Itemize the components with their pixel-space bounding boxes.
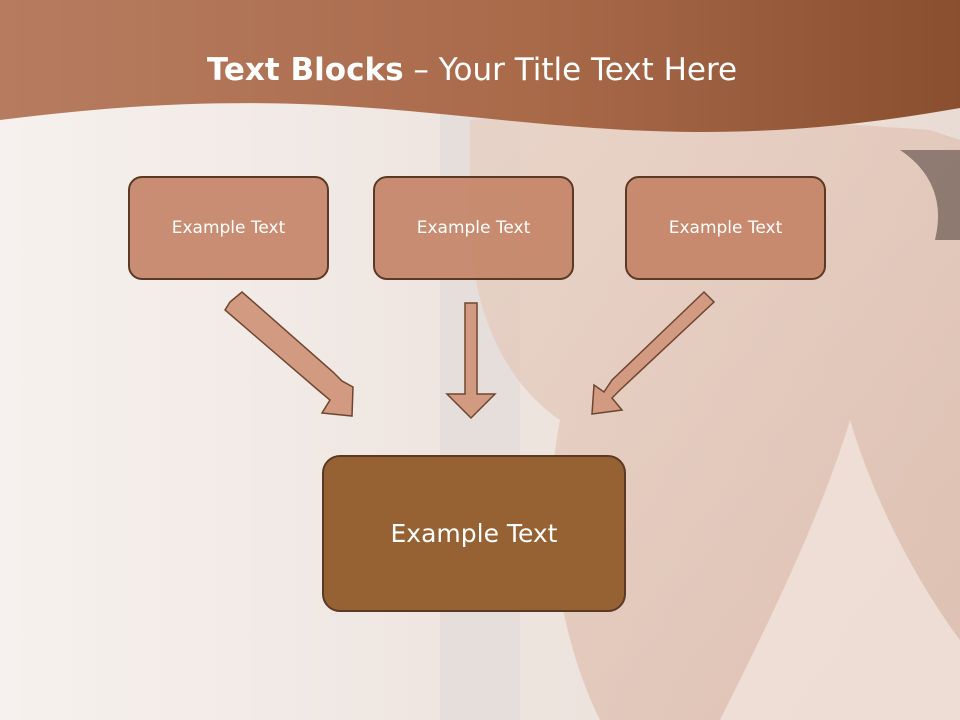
text-block-left-label: Example Text: [171, 218, 286, 238]
arrow-left-to-center: [224, 291, 354, 417]
text-block-center-label: Example Text: [390, 519, 558, 548]
slide-title: Text Blocks – Your Title Text Here: [0, 52, 944, 88]
arrow-middle-to-center: [445, 302, 497, 420]
text-block-middle-label: Example Text: [416, 218, 531, 238]
text-block-left: Example Text: [128, 176, 329, 280]
arrow-right-to-center: [591, 290, 716, 415]
title-bold-part: Text Blocks: [206, 52, 404, 88]
title-rest: Your Title Text Here: [438, 52, 738, 88]
title-band: [0, 0, 960, 132]
text-block-center: Example Text: [322, 455, 626, 612]
text-block-right: Example Text: [625, 176, 826, 280]
title-dash: –: [403, 52, 439, 88]
text-block-right-label: Example Text: [668, 218, 783, 238]
text-block-middle: Example Text: [373, 176, 574, 280]
